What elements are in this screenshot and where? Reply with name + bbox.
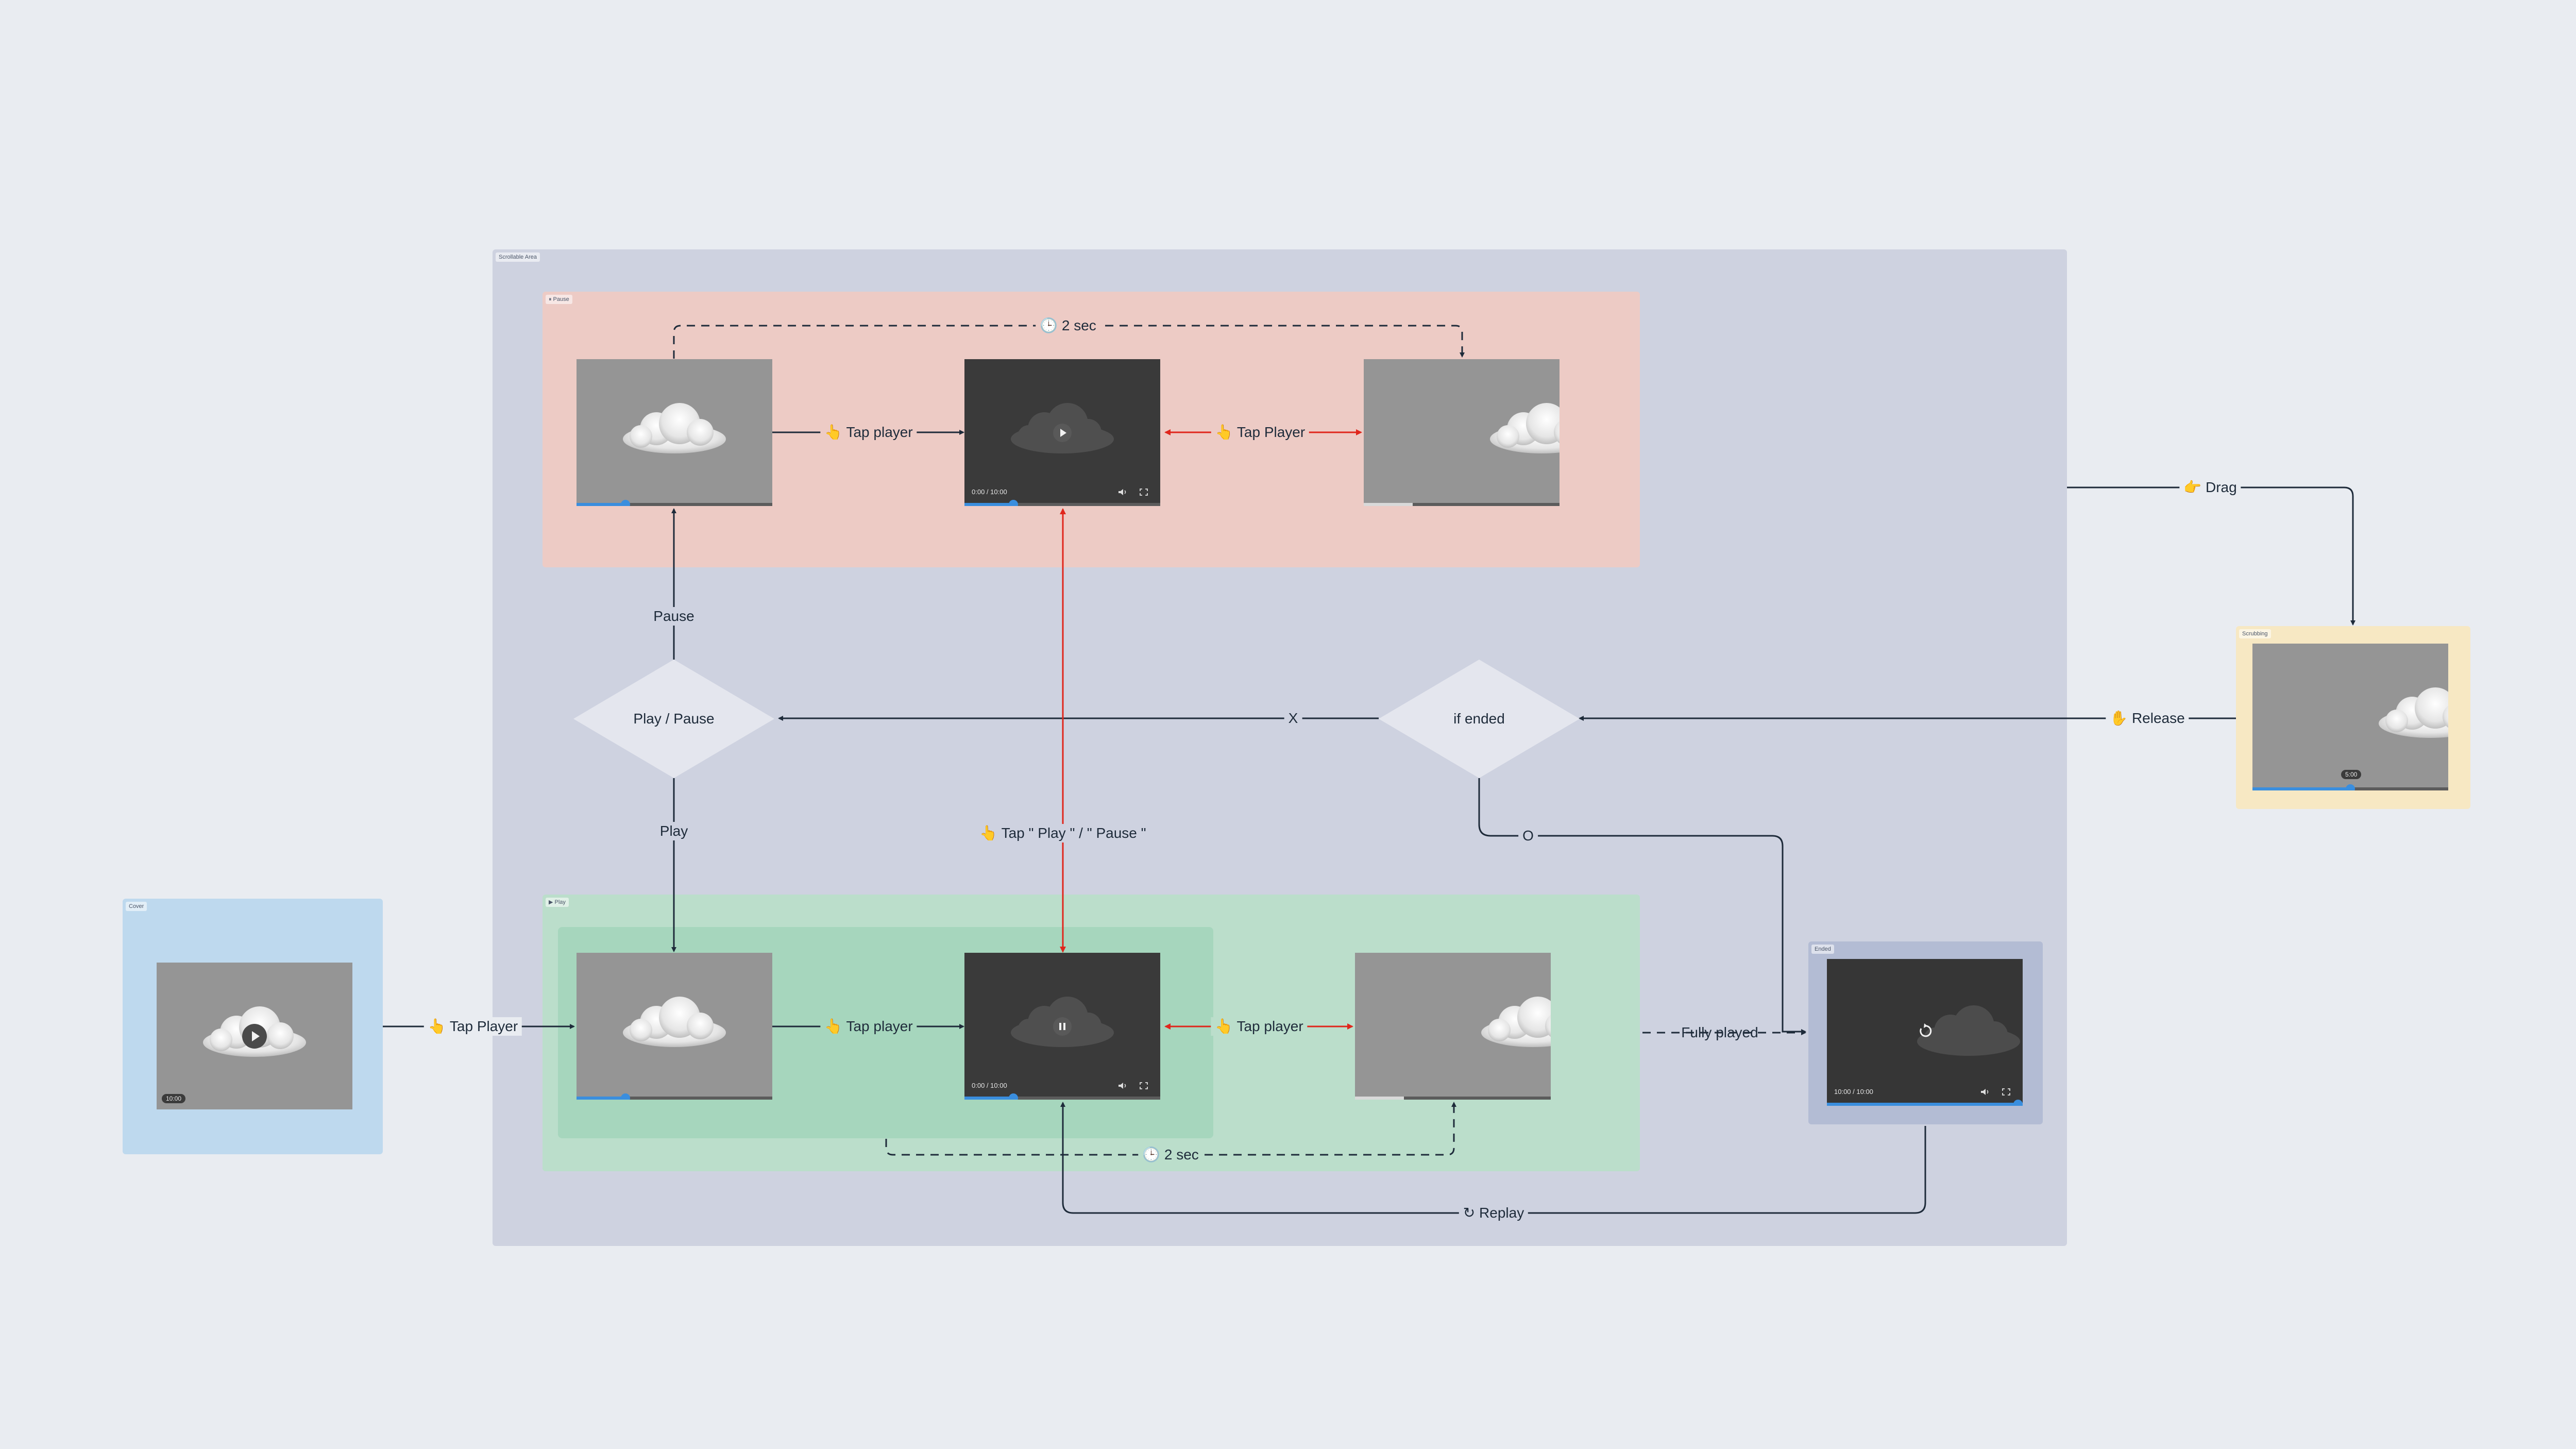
- volume-icon[interactable]: [1980, 1088, 1990, 1096]
- edge-play-timer: [885, 1102, 1456, 1156]
- progress-knob[interactable]: [2013, 1100, 2023, 1106]
- diamond-shape: [573, 660, 774, 778]
- progress-fill: [964, 1097, 1013, 1100]
- cloud-image: [1490, 403, 1560, 453]
- progress-fill: [964, 503, 1013, 506]
- replay-glyph: [1920, 1023, 1932, 1037]
- frame-label: Ended: [1811, 945, 1834, 954]
- play-glyph: [1060, 429, 1066, 437]
- frame-label: Scrubbing: [2239, 629, 2271, 638]
- edge-label-pause-tap-1: 👆 Tap player: [820, 423, 917, 442]
- edge-label-tap-play-pause: 👆 Tap " Play " / " Pause ": [975, 824, 1150, 843]
- progress-track[interactable]: [1364, 503, 1560, 506]
- control-bar: 10:00 / 10:00: [1834, 1086, 2015, 1098]
- pause-player-1[interactable]: [577, 359, 772, 506]
- cloud-image: [1481, 997, 1551, 1047]
- edge-label-replay: ↻ Replay: [1459, 1204, 1529, 1222]
- progress-fill: [1364, 503, 1413, 506]
- progress-fill: [2252, 787, 2350, 790]
- progress-knob[interactable]: [621, 500, 630, 506]
- scrubbing-player[interactable]: 5:00: [2252, 644, 2448, 790]
- cloud-image: [623, 403, 726, 453]
- ended-player[interactable]: 10:00 / 10:00: [1827, 959, 2023, 1106]
- progress-track[interactable]: [964, 1097, 1160, 1100]
- play-player-2[interactable]: 0:00 / 10:00: [964, 953, 1160, 1100]
- edge-label-play-tap-1: 👆 Tap player: [820, 1017, 917, 1036]
- play-player-3[interactable]: [1355, 953, 1551, 1100]
- control-bar: 0:00 / 10:00: [972, 486, 1153, 498]
- edge-label-play-tap-2: 👆 Tap player: [1211, 1017, 1308, 1036]
- progress-fill: [577, 503, 625, 506]
- fullscreen-icon[interactable]: [1140, 488, 1148, 496]
- edge-label-drag: 👉 Drag: [2179, 478, 2241, 497]
- progress-fill: [1355, 1097, 1404, 1100]
- pause-player-2[interactable]: 0:00 / 10:00: [964, 359, 1160, 506]
- cloud-image: [623, 997, 726, 1047]
- cover-player[interactable]: 10:00: [157, 963, 352, 1109]
- time-label: 0:00 / 10:00: [972, 1082, 1007, 1089]
- cloud-image: [1917, 1005, 2020, 1056]
- frame-label: Scrollable Area: [496, 252, 540, 262]
- edge-label-cover-tap: 👆 Tap Player: [423, 1017, 522, 1036]
- play-glyph: [252, 1031, 260, 1041]
- frame-label: Cover: [126, 902, 147, 911]
- edge-drag: [2067, 486, 2355, 626]
- edge-label-pause-up: Pause: [649, 607, 699, 626]
- edge-label-x-branch: X: [1284, 709, 1302, 728]
- progress-track[interactable]: [1827, 1103, 2023, 1106]
- progress-track[interactable]: [577, 1097, 772, 1100]
- pause-glyph: [1059, 1023, 1065, 1030]
- play-icon[interactable]: [1053, 424, 1072, 442]
- edge-label-release: ✋ Release: [2106, 709, 2189, 728]
- if-ended-decision: if ended: [1379, 660, 1580, 778]
- progress-track[interactable]: [1355, 1097, 1551, 1100]
- fullscreen-icon[interactable]: [2002, 1088, 2010, 1096]
- time-label: 0:00 / 10:00: [972, 488, 1007, 496]
- control-bar: 0:00 / 10:00: [972, 1080, 1153, 1091]
- cloud-image: [2379, 687, 2448, 738]
- progress-fill: [577, 1097, 625, 1100]
- edge-label-play-timer: 🕒 2 sec: [1138, 1145, 1203, 1164]
- decision-label: Play / Pause: [633, 711, 715, 727]
- progress-fill: [1827, 1103, 2023, 1106]
- decision-label: if ended: [1453, 711, 1505, 727]
- pause-icon[interactable]: [1053, 1017, 1072, 1036]
- volume-icon[interactable]: [1118, 1082, 1127, 1089]
- edge-label-pause-tap-2: 👆 Tap Player: [1211, 423, 1310, 442]
- edge-label-play-down: Play: [655, 822, 692, 840]
- play-pause-decision: Play / Pause: [573, 660, 774, 778]
- frame-label: ⏸ Pause: [546, 295, 572, 304]
- diamond-shape: [1379, 660, 1580, 778]
- progress-track[interactable]: [964, 503, 1160, 506]
- progress-knob[interactable]: [2346, 784, 2355, 790]
- play-icon[interactable]: [242, 1024, 267, 1049]
- progress-track[interactable]: [577, 503, 772, 506]
- frame-label: ▶ Play: [546, 898, 569, 907]
- scrub-time-badge: 5:00: [2341, 770, 2362, 779]
- time-label: 10:00 / 10:00: [1834, 1088, 1873, 1096]
- pause-player-3[interactable]: [1364, 359, 1560, 506]
- duration-badge: 10:00: [162, 1094, 186, 1103]
- replay-icon[interactable]: [1916, 1022, 1934, 1040]
- edge-o-branch: [1478, 778, 1806, 1034]
- edge-label-pause-timer: 🕒 2 sec: [1036, 316, 1100, 335]
- edge-label-fully-played: Fully played: [1681, 1024, 1758, 1040]
- fullscreen-icon[interactable]: [1140, 1082, 1148, 1089]
- progress-knob[interactable]: [621, 1093, 630, 1100]
- progress-knob[interactable]: [1009, 1093, 1018, 1100]
- play-player-1[interactable]: [577, 953, 772, 1100]
- progress-knob[interactable]: [1009, 500, 1018, 506]
- edge-label-o-branch: O: [1518, 827, 1538, 845]
- volume-icon[interactable]: [1118, 488, 1127, 496]
